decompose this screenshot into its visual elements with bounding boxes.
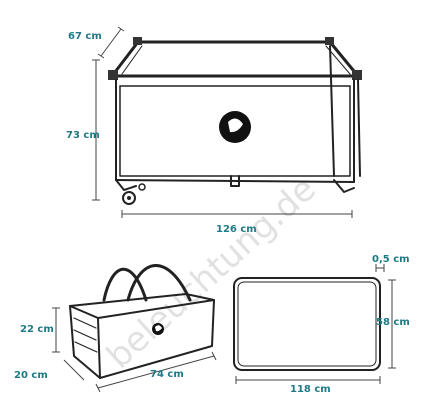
mattress-thickness-label: 0,5 cm: [372, 254, 410, 265]
playpen-height-label: 73 cm: [66, 130, 100, 141]
mattress-drawing: [233, 277, 381, 371]
bag-depth-dimension-line: [63, 359, 85, 381]
bag-length-label: 74 cm: [150, 369, 184, 380]
mattress-length-label: 118 cm: [290, 384, 331, 395]
bag-length-dimension-line: [97, 355, 215, 389]
playpen-depth-label: 67 cm: [68, 31, 102, 42]
playpen-depth-dimension-line: [100, 28, 122, 57]
bag-depth-label: 20 cm: [14, 370, 48, 381]
carry-bag-drawing: [69, 264, 215, 379]
mattress-width-label: 58 cm: [376, 317, 410, 328]
bag-height-label: 22 cm: [20, 324, 54, 335]
playpen-width-label: 126 cm: [216, 224, 257, 235]
playpen-drawing: [108, 37, 362, 205]
